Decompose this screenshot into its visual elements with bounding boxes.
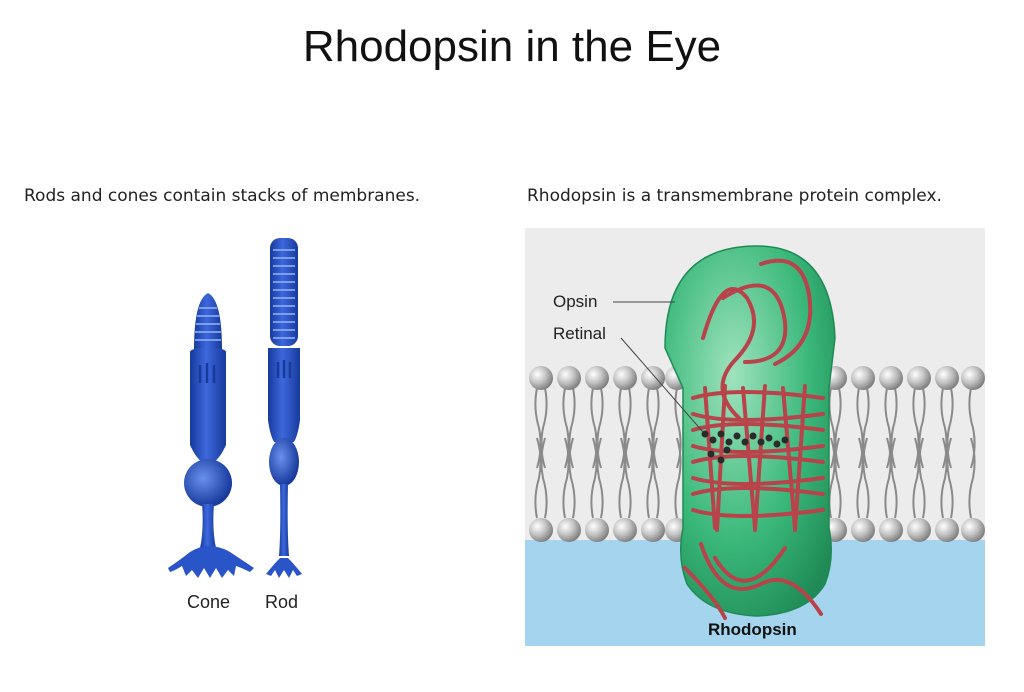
rhodopsin-label: Rhodopsin xyxy=(708,620,797,639)
retinal-leader-line xyxy=(620,337,704,433)
lipid-bilayer-right xyxy=(823,366,985,542)
right-caption: Rhodopsin is a transmembrane protein com… xyxy=(527,186,942,206)
cone-label: Cone xyxy=(187,592,231,612)
retinal-label: Retinal xyxy=(553,324,606,343)
rhodopsin-membrane-diagram xyxy=(525,228,985,646)
cone-cell xyxy=(168,293,254,578)
rod-label: Rod xyxy=(265,592,299,612)
opsin-helices xyxy=(683,258,825,620)
rod-cell xyxy=(266,238,302,578)
retinal-molecule xyxy=(701,430,789,464)
page-title: Rhodopsin in the Eye xyxy=(302,22,722,71)
opsin-protein xyxy=(664,245,836,617)
left-caption: Rods and cones contain stacks of membran… xyxy=(24,186,421,206)
cone-rod-illustration xyxy=(168,238,302,578)
lipid-bilayer-left xyxy=(529,366,689,542)
opsin-label: Opsin xyxy=(553,292,598,311)
